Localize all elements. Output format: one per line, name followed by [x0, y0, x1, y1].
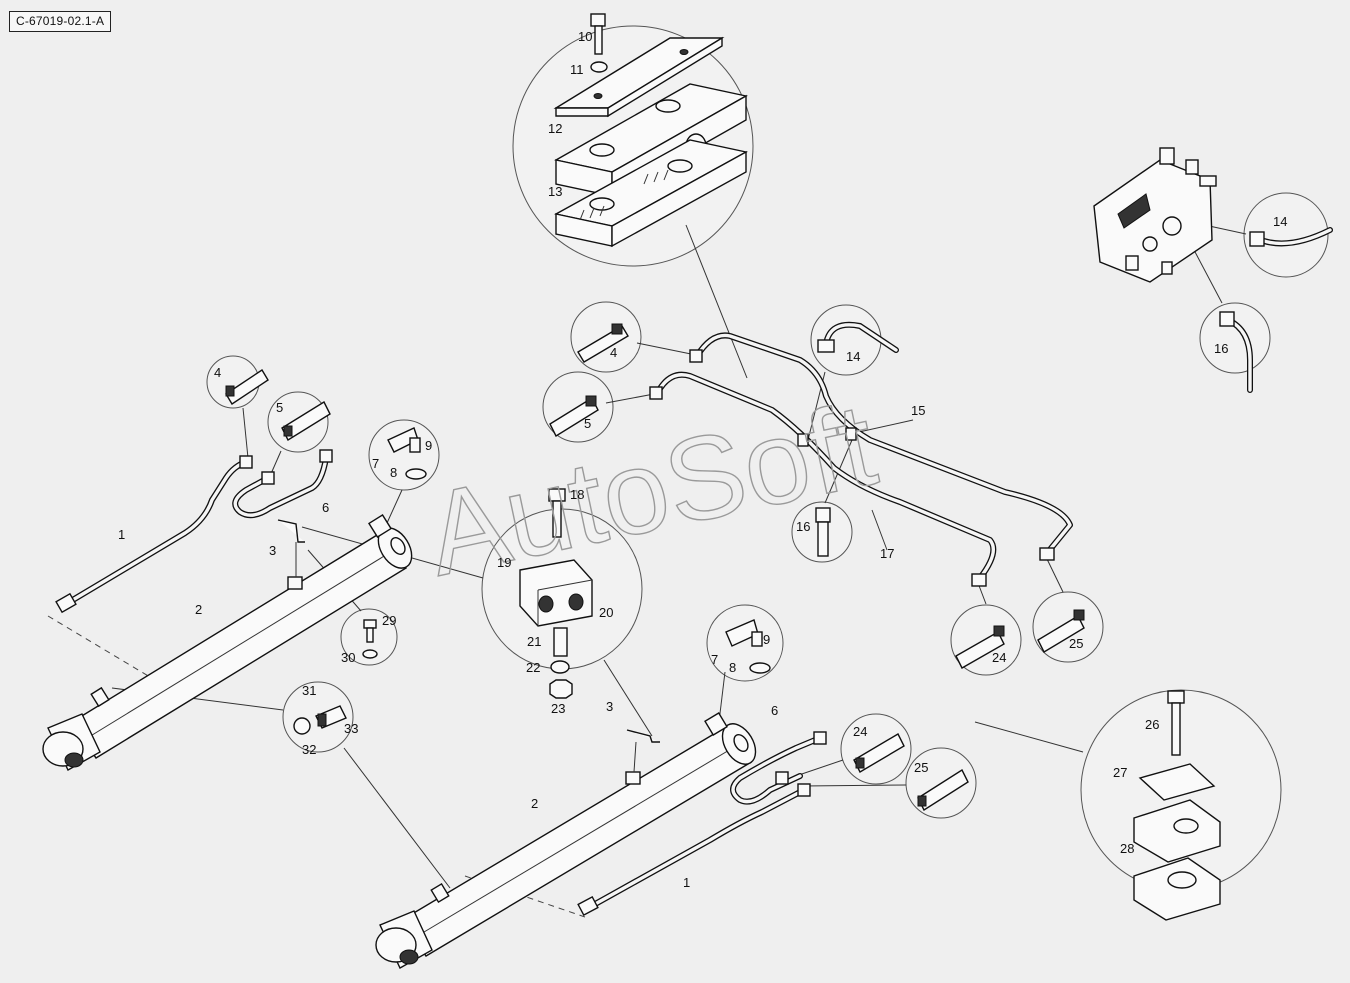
callout-7-right: 7: [711, 652, 718, 667]
fitting-25-right: [1037, 609, 1085, 653]
fitting-25-lower: [917, 768, 969, 812]
callout-14-right: 14: [1273, 214, 1287, 229]
pipe-6-upper: [232, 449, 333, 519]
callout-18: 18: [570, 487, 584, 502]
callout-30: 30: [341, 650, 355, 665]
callout-25-right: 25: [1069, 636, 1083, 651]
pipe-1-lower: [577, 783, 811, 917]
elbow-fitting-right: [725, 619, 771, 674]
callout-22: 22: [526, 660, 540, 675]
clamp-half-28-lower: [1133, 857, 1221, 921]
detail-circle-adapter-16b: [1199, 302, 1271, 374]
detail-circle-elbow-14b: [1243, 192, 1329, 278]
callout-21: 21: [527, 634, 541, 649]
callout-14-center: 14: [846, 349, 860, 364]
fitting-31-33: [293, 705, 347, 735]
callout-2-lower: 2: [531, 796, 538, 811]
bracket-3-upper: [277, 519, 305, 590]
hydraulic-cylinder-lower: [375, 712, 757, 969]
callout-8-left: 8: [390, 465, 397, 480]
callout-3-upper: 3: [269, 543, 276, 558]
callout-3-lower: 3: [606, 699, 613, 714]
callout-20: 20: [599, 605, 613, 620]
pipe-15: [689, 332, 1073, 561]
callout-13: 13: [548, 184, 562, 199]
callout-8-right: 8: [729, 660, 736, 675]
clamp-half-28-upper: [1133, 799, 1221, 863]
fitting-5-left: [281, 401, 331, 441]
hydraulic-cylinder-upper: [42, 514, 413, 771]
clamp-block-13: [554, 139, 748, 248]
plate-27: [1138, 763, 1216, 801]
clamp-bracket-19-20: [519, 559, 593, 627]
pipe-1-upper: [55, 455, 253, 614]
bolt-29: [362, 619, 378, 659]
detail-circle-elbow-b: [706, 604, 784, 682]
callout-25-lower: 25: [914, 760, 928, 775]
callout-9-right: 9: [763, 632, 770, 647]
pipe-17: [649, 371, 997, 587]
callout-15: 15: [911, 403, 925, 418]
fitting-4-right: [577, 323, 629, 363]
callout-26: 26: [1145, 717, 1159, 732]
callout-1-lower: 1: [683, 875, 690, 890]
callout-24-right: 24: [992, 650, 1006, 665]
callout-4-right: 4: [610, 345, 617, 360]
callout-6-lower: 6: [771, 703, 778, 718]
bolt-26: [1167, 690, 1185, 756]
callout-4-left: 4: [214, 365, 221, 380]
fitting-24-lower: [853, 733, 905, 773]
callout-16-center: 16: [796, 519, 810, 534]
elbow-14-right: [1249, 227, 1333, 247]
callout-9-left: 9: [425, 438, 432, 453]
callout-11: 11: [570, 62, 584, 77]
callout-10: 10: [578, 29, 592, 44]
callout-31: 31: [302, 683, 316, 698]
pipe-6-lower: [730, 731, 827, 805]
control-valve-assembly: [1093, 147, 1217, 283]
callout-27: 27: [1113, 765, 1127, 780]
fitting-5-right: [549, 395, 599, 437]
callout-16-right: 16: [1214, 341, 1228, 356]
callout-5-left: 5: [276, 400, 283, 415]
callout-33: 33: [344, 721, 358, 736]
washer-11: [590, 61, 608, 73]
callout-29: 29: [382, 613, 396, 628]
bolt-10: [590, 13, 606, 55]
callout-labels: 10 11 12 13 14 16 4 14 5 15 4 5 9 7 8 6 …: [118, 29, 1287, 890]
callout-1-upper: 1: [118, 527, 125, 542]
callout-32: 32: [302, 742, 316, 757]
bolt-18: [548, 488, 566, 538]
adapter-16-right: [1219, 311, 1253, 393]
washer-22: [550, 660, 570, 674]
callout-7-left: 7: [372, 456, 379, 471]
nut-23: [549, 679, 573, 699]
callout-17: 17: [880, 546, 894, 561]
callout-6-upper: 6: [322, 500, 329, 515]
callout-2-upper: 2: [195, 602, 202, 617]
callout-12: 12: [548, 121, 562, 136]
elbow-fitting-left: [387, 427, 427, 480]
callout-5-right: 5: [584, 416, 591, 431]
fitting-4-left: [225, 369, 269, 405]
callout-23: 23: [551, 701, 565, 716]
diagram-reference-code: C-67019-02.1-A: [9, 11, 112, 32]
adapter-16-center: [815, 507, 831, 557]
spacer-21: [553, 627, 568, 657]
clamp-plate-12: [553, 36, 725, 118]
callout-28: 28: [1120, 841, 1134, 856]
fitting-24-right: [955, 625, 1005, 669]
callout-24-lower: 24: [853, 724, 867, 739]
elbow-14-center: [817, 321, 899, 353]
watermark-text: AutoSoft: [416, 378, 886, 601]
bracket-3-lower: [625, 729, 660, 785]
callout-19: 19: [497, 555, 511, 570]
